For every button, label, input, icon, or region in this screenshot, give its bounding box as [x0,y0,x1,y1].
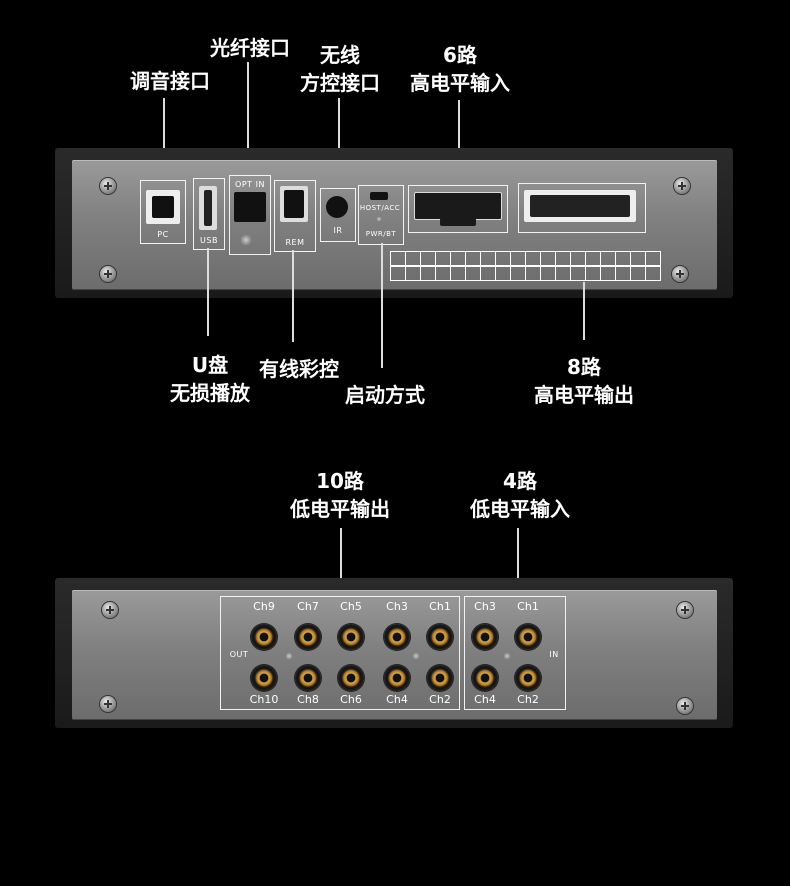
optical-port-frame [229,175,271,255]
panel-screw-icon [412,652,420,660]
rca-jack[interactable] [251,665,277,691]
pwr-bt-label: PWR/BT [365,230,397,238]
rca-jack[interactable] [515,624,541,650]
callout-wired-control: 有线彩控 [259,357,339,381]
usb-a-inner [204,190,212,226]
rca-jack[interactable] [384,665,410,691]
out-bottom-label: Ch10 [249,693,279,706]
screw-icon [100,178,116,194]
high-in-frame [408,185,508,233]
screw-icon [102,602,118,618]
rca-jack[interactable] [295,624,321,650]
callout-low-out-2: 低电平输出 [290,497,390,521]
usb-port-frame [193,178,225,250]
optical-input-port[interactable] [234,192,266,222]
low-out-frame [220,596,460,710]
screw-icon [672,266,688,282]
line-high-out [583,282,585,340]
line-optical [247,62,249,180]
rem-port-frame [274,180,316,252]
callout-high-out-1: 8路 [567,355,601,379]
out-top-label: Ch9 [253,600,275,613]
rca-jack[interactable] [384,624,410,650]
high-out-frame [518,183,646,233]
callout-high-in-2: 高电平输入 [410,71,510,95]
rca-jack[interactable] [295,665,321,691]
callout-wireless-control-2: 方控接口 [300,71,380,95]
rca-jack[interactable] [427,624,453,650]
pc-port-frame [140,180,186,244]
out-top-label: Ch1 [429,600,451,613]
out-bottom-label: Ch2 [429,693,451,706]
ir-label: IR [333,226,343,235]
out-top-label: Ch5 [340,600,362,613]
callout-low-out-1: 10路 [316,469,364,493]
callout-tuning-port: 调音接口 [130,69,210,93]
rem-port-inner [284,190,304,218]
callout-optical-port: 光纤接口 [210,36,290,60]
out-bottom-label: Ch8 [297,693,319,706]
line-wireless [338,98,340,188]
line-low-in [517,528,519,596]
top-rear-panel [72,160,717,290]
screw-icon [677,698,693,714]
high-out-connector-cavity [530,195,630,217]
callout-usb-2: 无损播放 [170,381,250,405]
panel-screw-icon [285,652,293,660]
pc-usb-b-inner [152,196,174,218]
out-bottom-label: Ch6 [340,693,362,706]
rca-jack[interactable] [338,665,364,691]
callout-low-in-2: 低电平输入 [470,497,570,521]
host-acc-label: HOST/ACC [359,204,401,212]
high-in-connector-tab [440,218,476,226]
line-tuning [163,98,165,180]
rca-jack[interactable] [472,665,498,691]
panel-screw-icon [503,652,511,660]
out-bottom-label: Ch4 [386,693,408,706]
ir-port-frame [320,188,356,242]
callout-usb-1: U盘 [191,353,229,377]
screw-icon [674,178,690,194]
rca-jack[interactable] [515,665,541,691]
in-bottom-label: Ch2 [517,693,539,706]
callout-high-in-1: 6路 [443,43,477,67]
pinout-legend-strip [390,251,661,266]
opt-in-label: OPT IN [235,180,265,189]
rem-label: REM [285,238,305,247]
line-start-mode [381,243,383,368]
callout-wireless-control-1: 无线 [320,43,360,67]
callout-high-out-2: 高电平输出 [534,383,634,407]
line-rem [292,250,294,342]
callout-start-mode: 启动方式 [345,383,425,407]
in-bottom-label: Ch4 [474,693,496,706]
rca-jack[interactable] [338,624,364,650]
out-top-label: Ch7 [297,600,319,613]
screw-icon [677,602,693,618]
start-mode-switch[interactable] [370,192,388,200]
usb-label: USB [200,236,218,245]
screw-icon [100,696,116,712]
line-high-in [458,100,460,188]
low-in-frame [464,596,566,710]
screw-icon [100,266,116,282]
pc-label: PC [157,230,169,239]
line-low-out [340,528,342,596]
out-label: OUT [229,650,249,659]
in-top-label: Ch3 [474,600,496,613]
line-usb [207,248,209,336]
rca-jack[interactable] [251,624,277,650]
bottom-rear-panel [72,590,717,720]
in-label: IN [549,650,559,659]
ir-jack[interactable] [326,196,348,218]
optical-screw-icon [240,234,252,246]
out-top-label: Ch3 [386,600,408,613]
high-level-input-connector[interactable] [414,192,502,220]
rca-jack[interactable] [427,665,453,691]
pinout-legend-strip [390,266,661,281]
in-top-label: Ch1 [517,600,539,613]
callout-low-in-1: 4路 [503,469,537,493]
led-indicator-icon [376,216,382,222]
rca-jack[interactable] [472,624,498,650]
